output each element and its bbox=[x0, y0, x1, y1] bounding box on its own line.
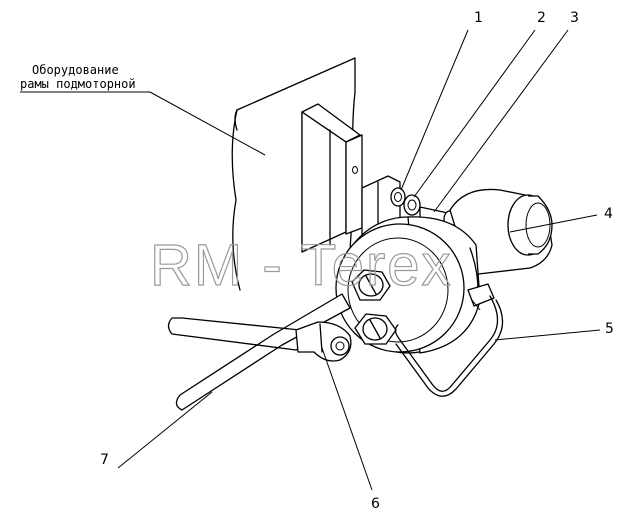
callout-6: 6 bbox=[371, 496, 380, 512]
switch-main-body bbox=[335, 216, 481, 354]
upper-terminal-nut bbox=[351, 269, 391, 301]
cable-lug bbox=[295, 321, 352, 362]
callout-3: 3 bbox=[570, 10, 579, 26]
callout-7: 7 bbox=[100, 452, 109, 468]
callout-4: 4 bbox=[604, 206, 613, 222]
callout-1: 1 bbox=[474, 10, 483, 26]
wire-loop bbox=[394, 295, 504, 397]
cable-clamp bbox=[467, 283, 495, 311]
lower-terminal-nut bbox=[354, 313, 397, 345]
callout-2: 2 bbox=[537, 10, 546, 26]
leader-lines bbox=[20, 29, 601, 491]
caption-line-2: рамы подмоторной bbox=[20, 77, 136, 91]
watermark: RM - Terex bbox=[150, 233, 453, 298]
spring-washer bbox=[390, 187, 406, 207]
caption-line-1: Оборудование bbox=[32, 63, 119, 77]
callout-5: 5 bbox=[605, 321, 614, 337]
flat-washer bbox=[403, 194, 421, 216]
